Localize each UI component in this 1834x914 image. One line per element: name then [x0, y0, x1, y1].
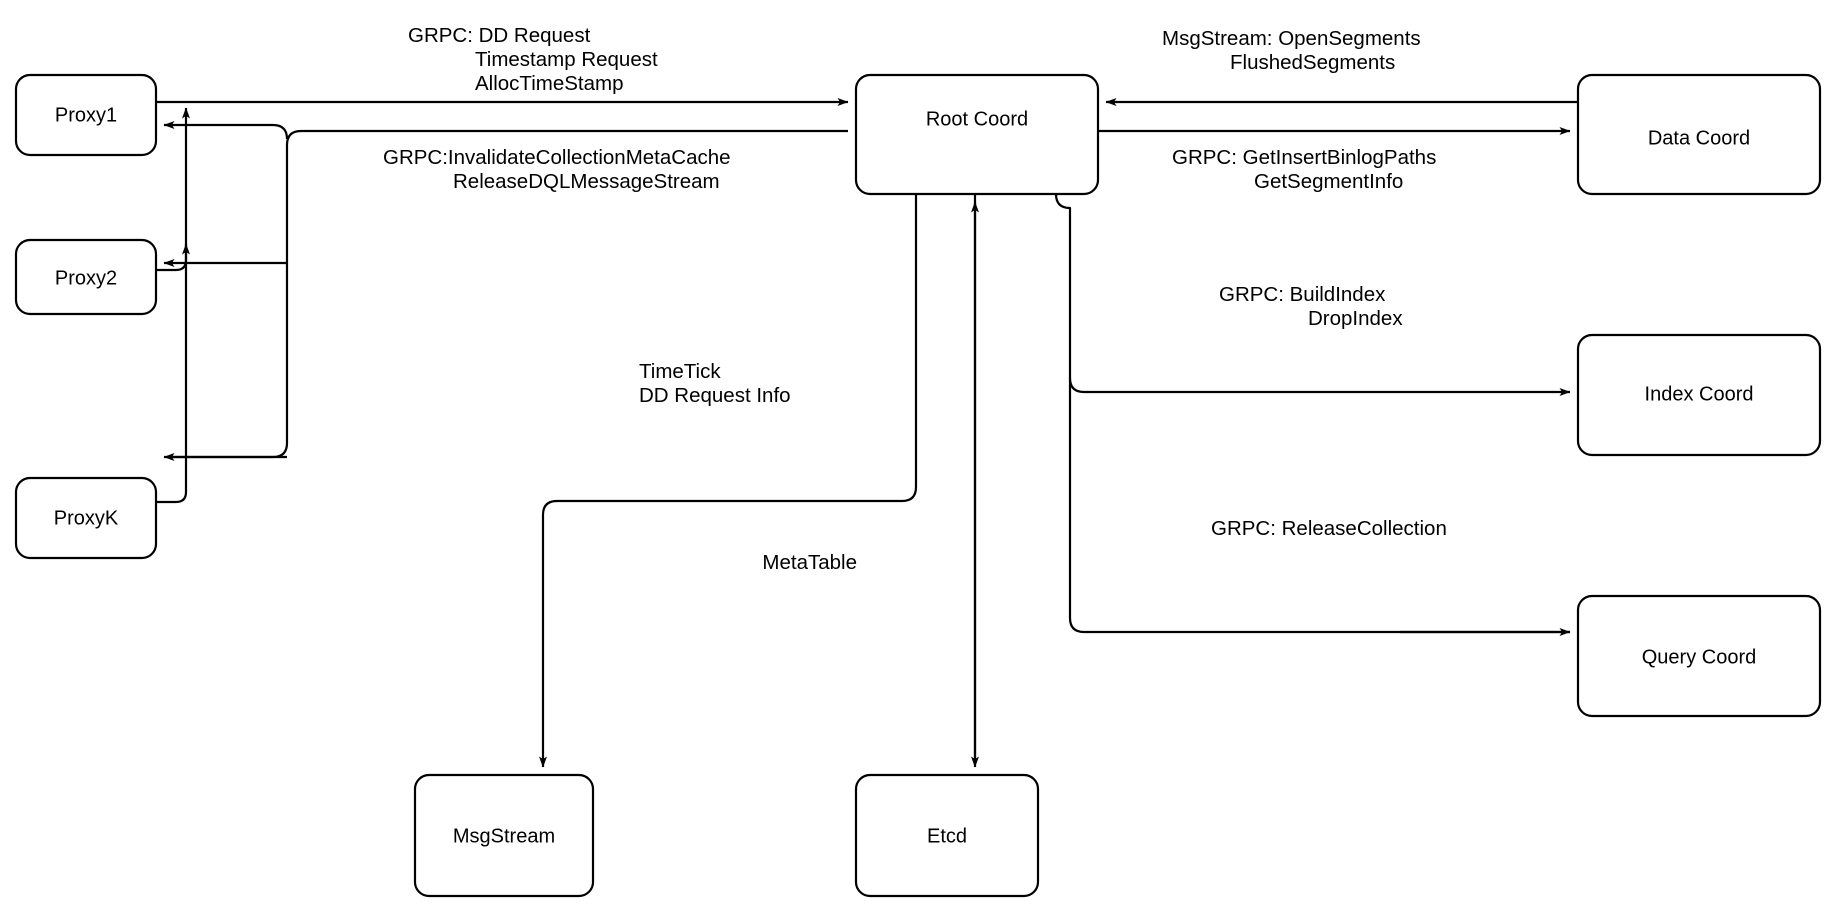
edge-labels-layer: GRPC: DD Request Timestamp Request Alloc…	[383, 24, 1447, 574]
node-rootcoord-box[interactable]	[854, 73, 1100, 196]
edge-label-rootcoord-to-proxy-line1: GRPC:InvalidateCollectionMetaCache	[383, 146, 731, 169]
node-rootcoord-label: Root Coord	[926, 108, 1028, 130]
node-querycoord[interactable]: Query Coord	[1576, 594, 1822, 718]
edge-label-proxy-to-rootcoord-line2: Timestamp Request	[475, 48, 658, 71]
node-etcd[interactable]: Etcd	[854, 773, 1040, 898]
edge-bus-to-proxy1	[163, 121, 289, 140]
node-proxyk-box[interactable]	[14, 476, 158, 560]
edge-rootcoord-to-msgstream	[539, 194, 918, 768]
edge-label-rootcoord-to-datacoord-line1: GRPC: GetInsertBinlogPaths	[1172, 146, 1436, 169]
edge-label-rootcoord-to-msgstream-line2: DD Request Info	[639, 384, 791, 407]
edge-label-datacoord-to-rootcoord-line2: FlushedSegments	[1230, 51, 1395, 74]
edge-label-rootcoord-to-indexcoord-line1: GRPC: BuildIndex	[1219, 283, 1386, 306]
edge-label-proxy-to-rootcoord-line3: AllocTimeStamp	[475, 72, 623, 95]
edge-label-rootcoord-to-indexcoord-line2: DropIndex	[1308, 307, 1403, 330]
node-etcd-box[interactable]	[854, 773, 1040, 898]
node-indexcoord-box[interactable]	[1576, 333, 1822, 457]
edge-label-rootcoord-to-proxy-line2: ReleaseDQLMessageStream	[453, 170, 720, 193]
node-indexcoord[interactable]: Index Coord	[1576, 333, 1822, 457]
node-indexcoord-label: Index Coord	[1645, 383, 1754, 405]
edge-label-proxy-to-rootcoord-line1: GRPC: DD Request	[408, 24, 591, 47]
edge-proxy2-riser	[156, 243, 190, 272]
edge-label-rootcoord-to-datacoord-line2: GetSegmentInfo	[1254, 170, 1403, 193]
edge-label-rootcoord-to-msgstream-line1: TimeTick	[639, 360, 721, 383]
node-rootcoord[interactable]: Root Coord	[854, 73, 1100, 196]
node-datacoord-label: Data Coord	[1648, 127, 1750, 149]
node-proxy1[interactable]: Proxy1	[14, 73, 158, 157]
node-proxy2-box[interactable]	[14, 238, 158, 316]
node-proxyk[interactable]: ProxyK	[14, 476, 158, 560]
edge-trunk-to-indexcoord	[1068, 377, 1571, 396]
edge-label-rootcoord-etcd-line1: MetaTable	[762, 551, 857, 574]
node-proxy1-label: Proxy1	[55, 104, 117, 126]
node-etcd-label: Etcd	[927, 825, 967, 847]
edge-label-datacoord-to-rootcoord-line1: MsgStream: OpenSegments	[1162, 27, 1421, 50]
node-proxy1-box[interactable]	[14, 73, 158, 157]
node-querycoord-label: Query Coord	[1642, 646, 1757, 668]
edges-layer	[156, 98, 1578, 768]
node-proxy2-label: Proxy2	[55, 267, 117, 289]
node-proxyk-label: ProxyK	[54, 507, 119, 529]
node-proxy2[interactable]: Proxy2	[14, 238, 158, 316]
node-msgstream-label: MsgStream	[453, 825, 555, 847]
node-msgstream-box[interactable]	[413, 773, 595, 898]
nodes-layer: Proxy1 Proxy2 ProxyK Root Coord Data Coo…	[14, 73, 1822, 898]
node-datacoord[interactable]: Data Coord	[1576, 73, 1822, 196]
edge-label-rootcoord-to-querycoord-line1: GRPC: ReleaseCollection	[1211, 517, 1447, 540]
node-datacoord-box[interactable]	[1576, 73, 1822, 196]
node-msgstream[interactable]: MsgStream	[413, 773, 595, 898]
edge-proxyk-riser	[156, 107, 190, 504]
edge-rootcoord-trunk	[1054, 193, 1570, 634]
node-querycoord-box[interactable]	[1576, 594, 1822, 718]
